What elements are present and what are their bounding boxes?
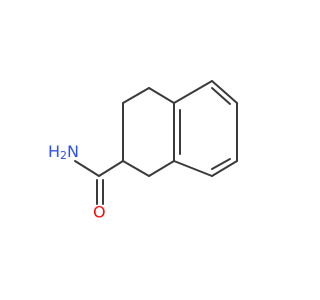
bond-c9-c10 — [211, 160, 238, 177]
bond-c7-carbonyl — [98, 160, 124, 177]
bond-c1-c8 — [122, 87, 150, 104]
bond-c1-c2 — [148, 87, 175, 104]
aromatic-inner-bond-2 — [211, 87, 231, 105]
bond-c4-c4a — [211, 80, 238, 104]
bond-carbonyl-nitrogen — [74, 160, 100, 177]
bond-c3-c4 — [173, 80, 213, 104]
nitrogen-atom-label: H2N — [48, 142, 79, 162]
molecule-structure: H2N O — [48, 80, 238, 222]
bond-c10-c5 — [173, 160, 213, 177]
aromatic-inner-bond-3 — [211, 158, 231, 170]
bond-c7-c6 — [122, 160, 150, 177]
oxygen-atom-label: O — [93, 203, 106, 222]
bond-c6-c5 — [148, 160, 175, 177]
